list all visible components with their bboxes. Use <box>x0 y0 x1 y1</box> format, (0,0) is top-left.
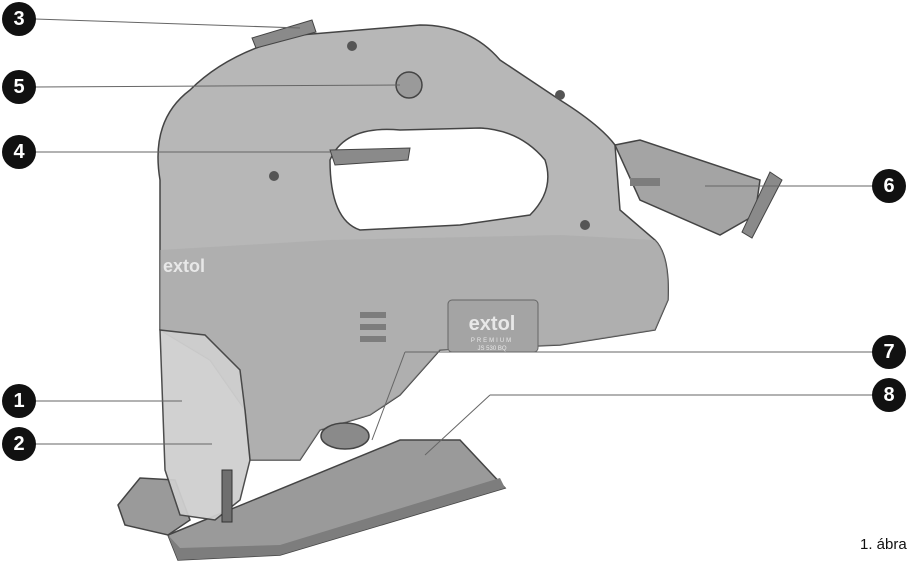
motor-housing <box>157 24 669 523</box>
side-logo-text: extol <box>163 256 205 276</box>
speed-control <box>251 19 317 49</box>
dust-adapter <box>613 139 783 239</box>
callout-5: 5 <box>2 70 36 104</box>
figure-caption: 1. ábra <box>860 536 907 553</box>
callout-6: 6 <box>872 169 906 203</box>
callout-2: 2 <box>2 427 36 461</box>
callout-8: 8 <box>872 378 906 412</box>
logo-text: extol <box>469 313 516 335</box>
callout-3: 3 <box>2 2 36 36</box>
leader-lines <box>34 18 875 456</box>
callout-4: 4 <box>2 135 36 169</box>
callout-7: 7 <box>872 335 906 369</box>
logo-sub: PREMIUM <box>471 338 513 344</box>
model-number: JS 530 BQ <box>477 346 506 352</box>
pendulum-lever <box>320 422 370 450</box>
callout-1: 1 <box>2 384 36 418</box>
